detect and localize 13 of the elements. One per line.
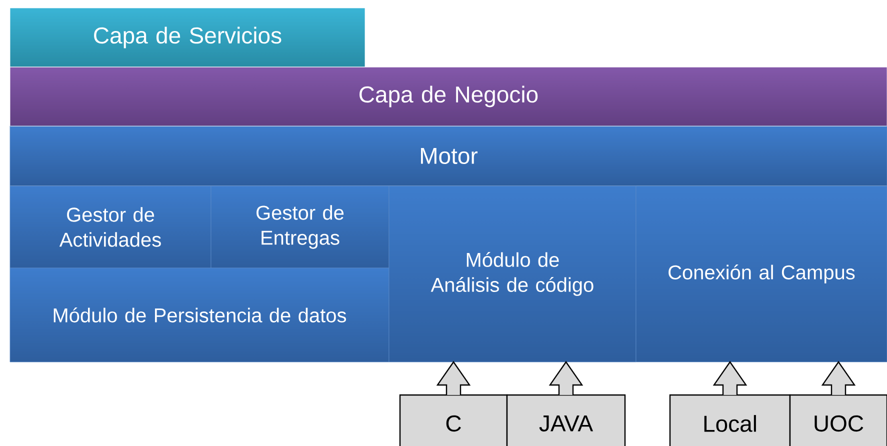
language-box: JAVA — [506, 394, 626, 446]
layer-band: Capa de Servicios — [10, 8, 366, 68]
module-box: Conexión al Campus — [636, 186, 887, 362]
block-arrow — [548, 360, 584, 396]
module-box: Gestor de Entregas — [210, 186, 390, 268]
module-box: Gestor de Actividades — [10, 186, 212, 268]
block-arrow — [712, 360, 748, 396]
language-box: Local — [669, 394, 791, 446]
module-box: Módulo de Análisis de código — [388, 186, 636, 362]
language-box: UOC — [789, 394, 887, 446]
block-arrow — [436, 360, 471, 396]
language-box: C — [399, 394, 508, 446]
block-arrow — [821, 360, 856, 396]
